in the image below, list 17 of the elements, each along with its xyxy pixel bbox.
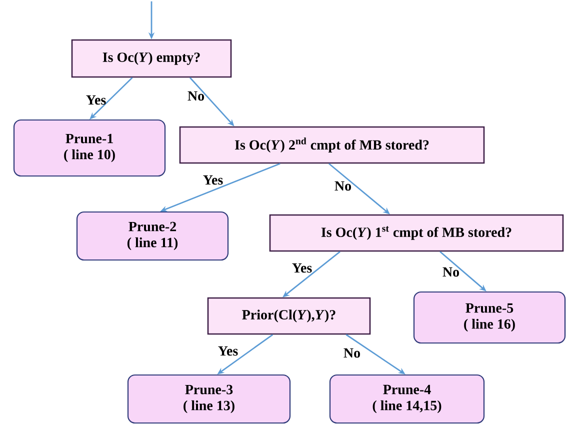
edge-label: No	[188, 91, 204, 101]
result-box: Prune-3 ( line 13)	[127, 374, 291, 424]
edge-label: No	[334, 181, 352, 191]
edge-label: No	[442, 267, 459, 277]
decision-box: Is Oc(Y) empty?	[71, 39, 232, 78]
decision-box: Is Oc(Y) 1$^{st}$ cmpt of MB stored?	[269, 214, 564, 252]
edge-label: Yes	[203, 175, 223, 185]
edge-label: No	[344, 348, 360, 358]
result-box: Prune-1 ( line 10)	[13, 119, 166, 177]
decision-box: Prior(Cl(Y),Y)?	[207, 297, 371, 335]
edge-label: Yes	[86, 95, 106, 105]
decision-box: Is Oc(Y) 2$^{nd}$ cmpt of MB stored?	[179, 126, 485, 164]
result-box: Prune-2 ( line 11)	[76, 211, 229, 261]
edge-label: Yes	[218, 346, 238, 356]
edge-label: Yes	[292, 263, 312, 273]
result-box: Prune-4 ( line 14,15)	[329, 374, 485, 424]
result-box: Prune-5 ( line 16)	[413, 291, 566, 344]
